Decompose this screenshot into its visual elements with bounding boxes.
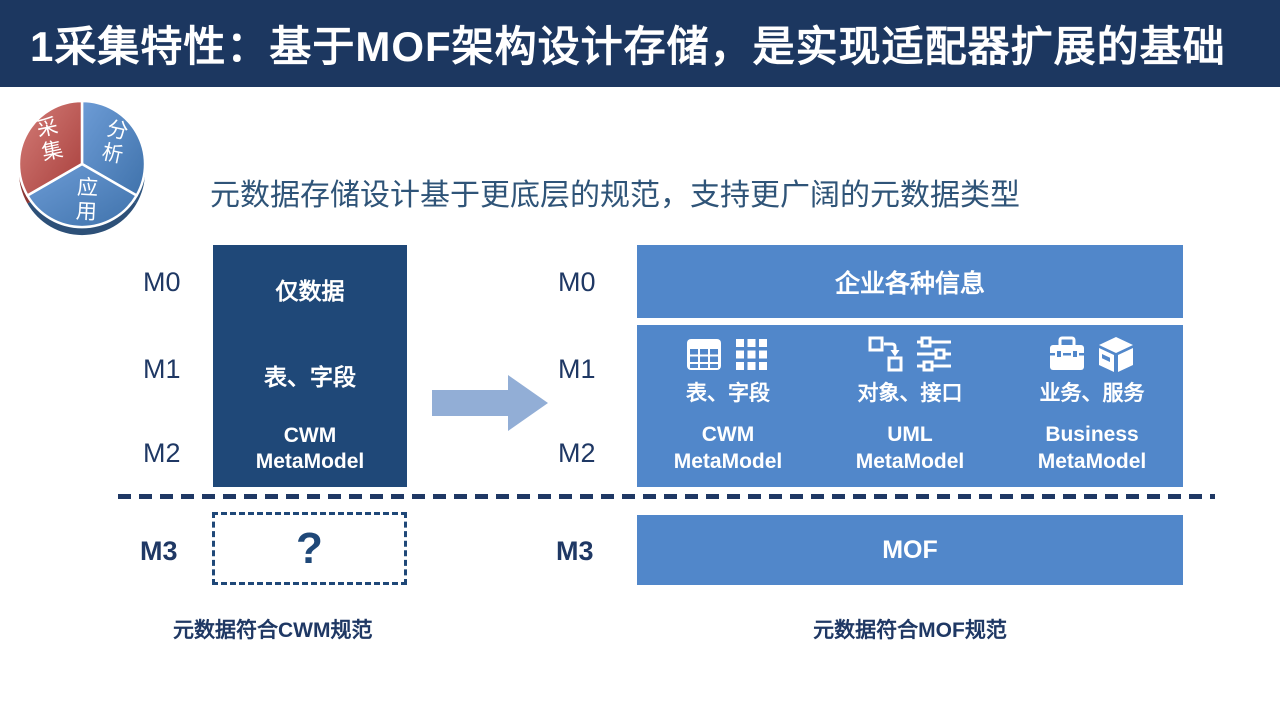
pie-label-apply: 应用 bbox=[72, 175, 99, 225]
mof-box: MOF bbox=[637, 515, 1183, 585]
uml-model-name: UML MetaModel bbox=[819, 421, 1001, 475]
uml-name-line2: MetaModel bbox=[855, 450, 965, 473]
uml-label: 对象、接口 bbox=[857, 382, 963, 405]
cwm-icons bbox=[637, 335, 819, 373]
object-flow-icon bbox=[868, 336, 903, 372]
right-level-m3: M3 bbox=[556, 536, 594, 566]
cwm-stack-m1-text: 表、字段 bbox=[264, 364, 356, 390]
title-bar: 1采集特性：基于MOF架构设计存储，是实现适配器扩展的基础 bbox=[0, 0, 1280, 87]
business-name-line2: MetaModel bbox=[1037, 450, 1147, 473]
cwm-name-line1: CWM bbox=[701, 423, 755, 446]
enterprise-info-box: 企业各种信息 bbox=[637, 245, 1183, 318]
grid-icon bbox=[736, 339, 767, 370]
cwm-model-line2: MetaModel bbox=[255, 450, 365, 473]
right-arrow-icon bbox=[432, 375, 548, 436]
metamodel-column-business: 业务、服务 Business MetaModel bbox=[1001, 325, 1183, 487]
metamodel-box: 表、字段 CWM MetaModel bbox=[637, 325, 1183, 487]
business-icons bbox=[1001, 335, 1183, 375]
sliders-icon bbox=[917, 336, 951, 372]
left-level-m3: M3 bbox=[140, 536, 178, 566]
right-level-m0: M0 bbox=[558, 267, 596, 297]
cwm-name-line2: MetaModel bbox=[673, 450, 783, 473]
briefcase-icon bbox=[1050, 336, 1084, 370]
left-level-m1: M1 bbox=[143, 354, 181, 384]
cwm-model-name: CWM MetaModel bbox=[637, 421, 819, 475]
business-label: 业务、服务 bbox=[1039, 382, 1145, 405]
right-level-m1: M1 bbox=[558, 354, 596, 384]
right-caption: 元数据符合MOF规范 bbox=[813, 619, 1007, 642]
pie-chart: 采集 分析 应用 bbox=[14, 92, 150, 248]
pie-slice-collect bbox=[17, 99, 84, 197]
business-model-name: Business MetaModel bbox=[1001, 421, 1183, 475]
cwm-stack-m0-text: 仅数据 bbox=[275, 278, 345, 304]
metamodel-column-uml: 对象、接口 UML MetaModel bbox=[819, 325, 1001, 487]
table-icon bbox=[687, 339, 721, 370]
cwm-model-line1: CWM bbox=[283, 424, 337, 447]
subtitle: 元数据存储设计基于更底层的规范，支持更广阔的元数据类型 bbox=[210, 179, 1020, 212]
left-caption: 元数据符合CWM规范 bbox=[173, 619, 373, 642]
right-level-m2: M2 bbox=[558, 438, 596, 468]
left-level-m2: M2 bbox=[143, 438, 181, 468]
cwm-m3-question-box: ? bbox=[212, 512, 407, 585]
business-name-line1: Business bbox=[1045, 423, 1139, 446]
cwm-label: 表、字段 bbox=[686, 382, 770, 405]
left-level-m0: M0 bbox=[143, 267, 181, 297]
slide-title: 1采集特性：基于MOF架构设计存储，是实现适配器扩展的基础 bbox=[30, 23, 1226, 70]
cwm-stack-m2-text: CWM MetaModel bbox=[213, 423, 407, 475]
uml-name-line1: UML bbox=[887, 423, 933, 446]
uml-icons bbox=[819, 335, 1001, 373]
dashed-divider bbox=[118, 494, 1215, 499]
pie-chart-graphic bbox=[17, 99, 147, 236]
cwm-stack-box: 仅数据 表、字段 CWM MetaModel bbox=[213, 245, 407, 487]
metamodel-column-cwm: 表、字段 CWM MetaModel bbox=[637, 325, 819, 487]
question-mark: ? bbox=[296, 523, 323, 573]
package-icon bbox=[1099, 337, 1133, 372]
